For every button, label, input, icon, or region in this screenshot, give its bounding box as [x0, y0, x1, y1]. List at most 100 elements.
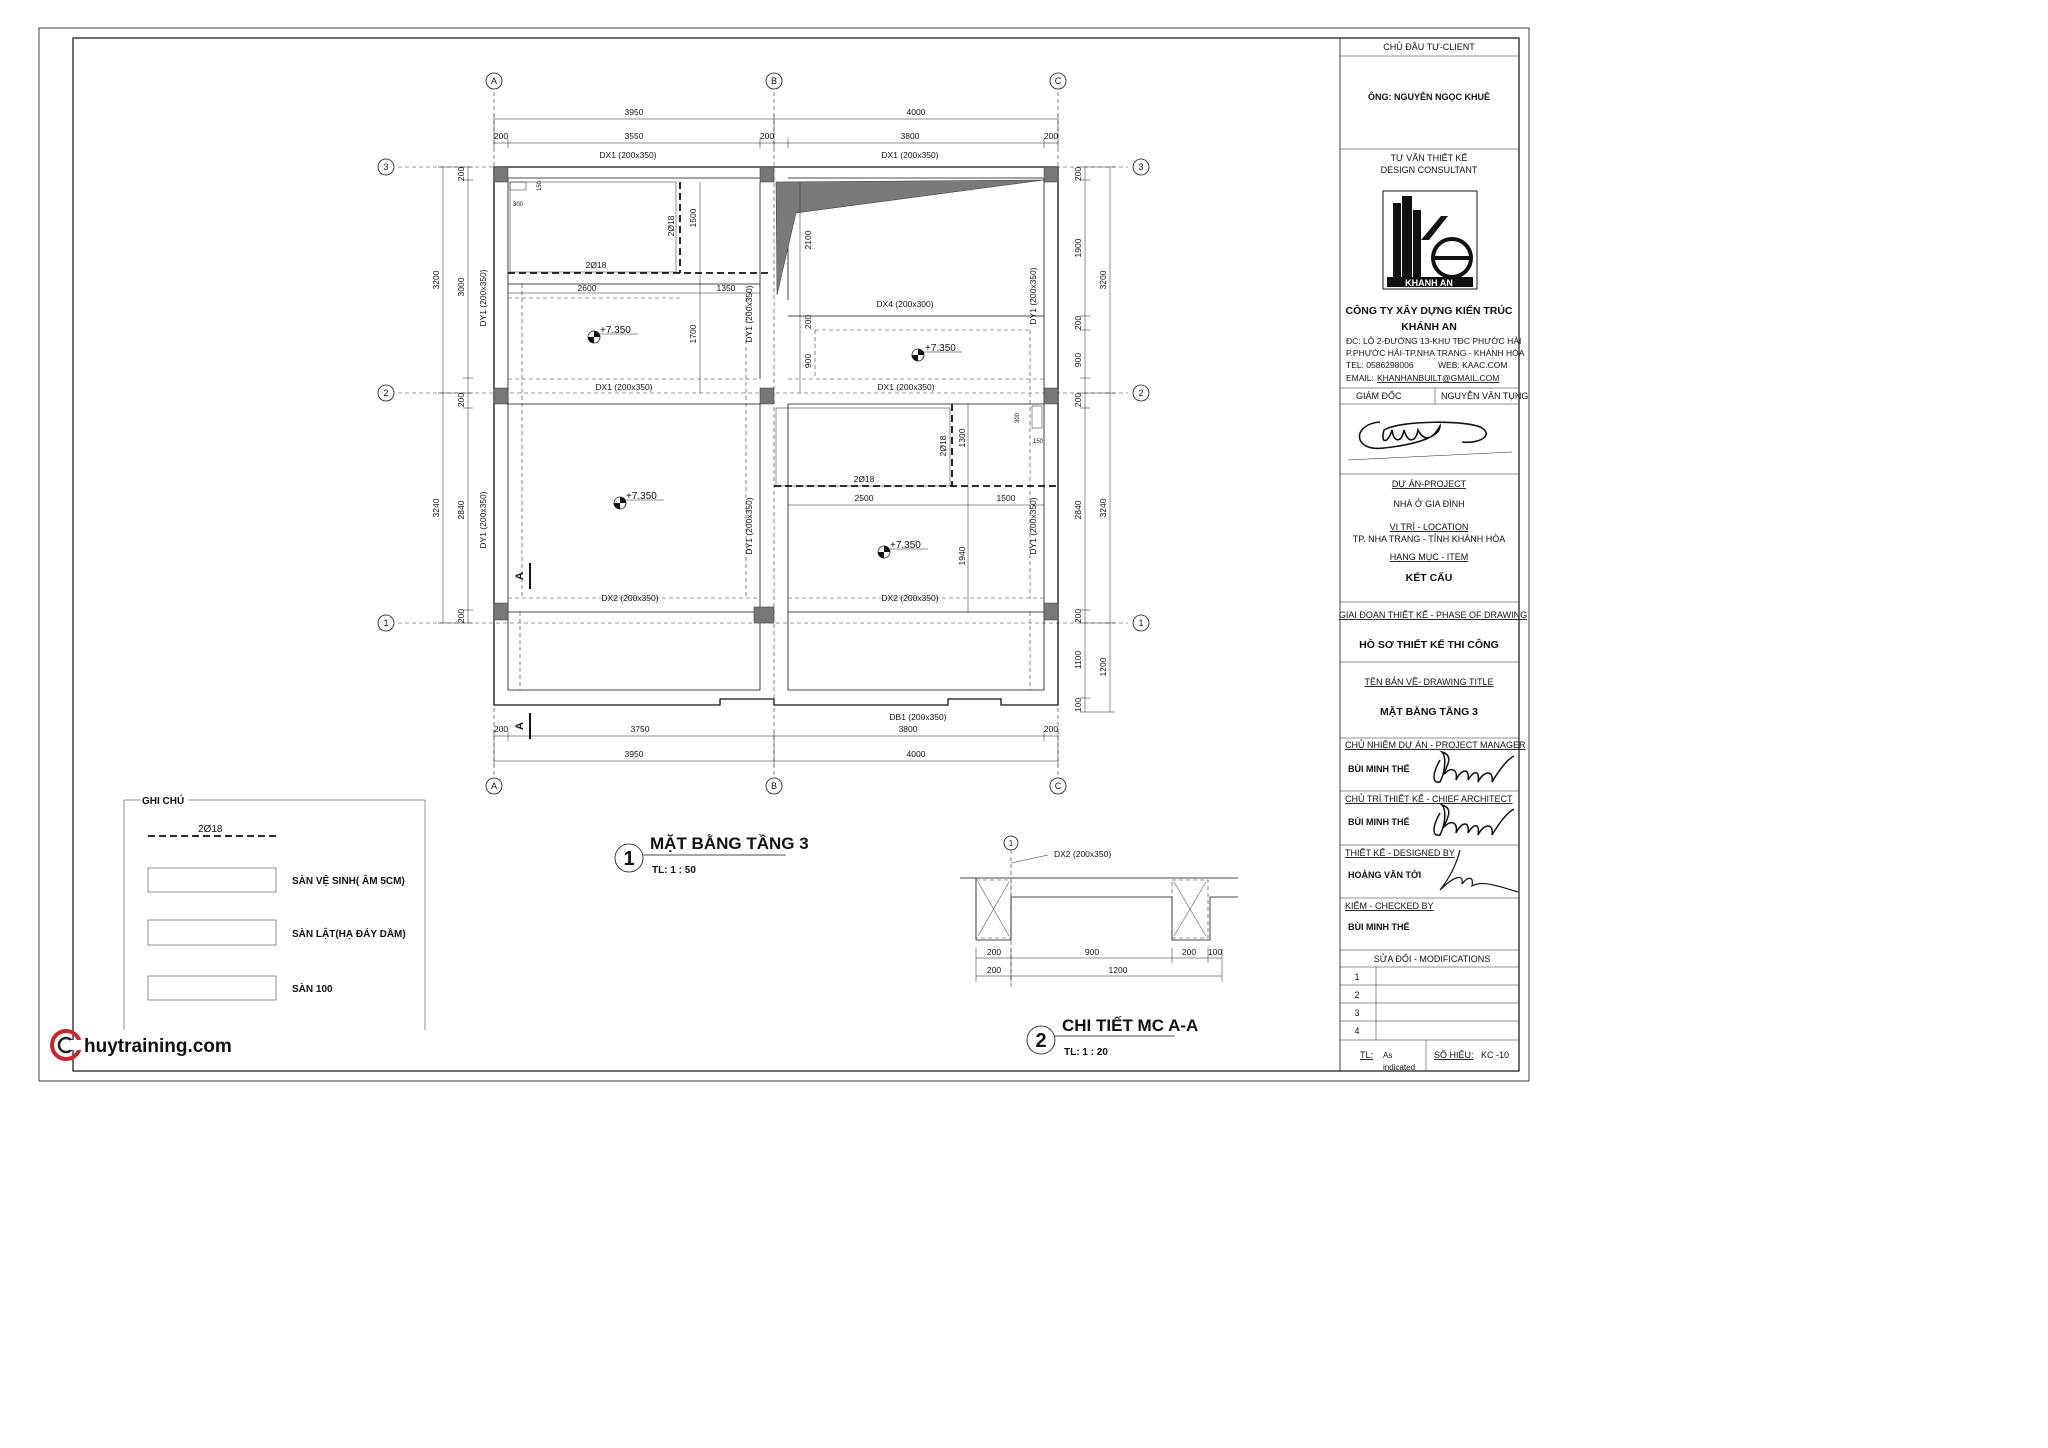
- legend-rebar: 2Ø18: [198, 824, 223, 835]
- beam-dy1-1: DY1 (200x350): [478, 269, 488, 326]
- tb-pm-label: CHỦ NHIỆM DỰ ÁN - PROJECT MANAGER: [1345, 739, 1526, 750]
- detail-dim-top-2: 900: [1085, 947, 1099, 957]
- level-marks: [587, 330, 962, 559]
- detail-beam-label: DX2 (200x350): [1054, 849, 1111, 859]
- detail-title-text: CHI TIẾT MC A-A: [1062, 1016, 1198, 1035]
- designer-signature: [1439, 849, 1519, 893]
- dim-right-outer-1: 3200: [1098, 270, 1108, 289]
- dim-right-inner-3: 200: [1073, 316, 1083, 330]
- tb-checker: BÙI MINH THẾ: [1348, 921, 1410, 932]
- tb-phase-label: GIAI ĐOẠN THIẾT KẾ - PHASE OF DRAWING: [1339, 610, 1527, 620]
- dim-int-2100: 2100: [803, 230, 813, 249]
- beam-dy1-6: DY1 (200x350): [1028, 497, 1038, 554]
- beam-dx2-right: DX2 (200x350): [881, 593, 938, 603]
- grid-2-left: 2: [383, 388, 388, 398]
- tb-mod-4: 4: [1354, 1026, 1359, 1036]
- detail-dim-top-3: 200: [1182, 947, 1196, 957]
- legend-item-1: SÀN VỆ SINH( ÂM 5CM): [292, 874, 405, 887]
- tb-project: NHÀ Ở GIA ĐÌNH: [1393, 498, 1464, 509]
- legend-swatch-wc: [147, 867, 277, 893]
- tb-sheet-no: KC -10: [1481, 1050, 1509, 1060]
- grid-3-left: 3: [383, 162, 388, 172]
- grid-3-right: 3: [1138, 162, 1143, 172]
- dim-int-2500: 2500: [855, 493, 874, 503]
- watermark-text: huytraining.com: [84, 1036, 232, 1057]
- grid-1-left: 1: [383, 618, 388, 628]
- tb-scale-value-1: As: [1383, 1051, 1392, 1060]
- tb-email: KHANHANBUILT@GMAIL.COM: [1377, 373, 1499, 383]
- dim-top-1: 200: [494, 131, 508, 141]
- tb-project-label: DỰ ÁN-PROJECT: [1392, 479, 1467, 489]
- dim-opening-150b: 150: [1033, 439, 1044, 445]
- company-logo: KHANH AN: [1382, 190, 1478, 290]
- tb-drawing: MẶT BẰNG TẦNG 3: [1380, 705, 1478, 718]
- dim-opening-300b: 300: [1015, 412, 1021, 423]
- dim-bottom-total-2: 4000: [907, 749, 926, 759]
- tb-ca: BÙI MINH THẾ: [1348, 816, 1410, 827]
- beam-dx1-top-left: DX1 (200x350): [599, 150, 656, 160]
- grid-a-bottom: A: [491, 781, 497, 791]
- director-signature: [1358, 421, 1487, 450]
- beam-dx1-mid-left: DX1 (200x350): [595, 382, 652, 392]
- tb-pm: BÙI MINH THẾ: [1348, 763, 1410, 774]
- tb-designer-label: THIẾT KẾ - DESIGNED BY: [1345, 848, 1455, 858]
- dim-int-200: 200: [803, 315, 813, 329]
- plan-title-scale: TL: 1 : 50: [652, 865, 696, 876]
- tb-email-label: EMAIL:: [1346, 373, 1374, 383]
- tb-drawing-label: TÊN BẢN VẼ- DRAWING TITLE: [1364, 676, 1493, 687]
- legend: GHI CHÚ 2Ø18 SÀN VỆ SINH( ÂM 5CM) SÀN LẬ…: [123, 794, 426, 1030]
- detail-title: 2 CHI TIẾT MC A-A TL: 1 : 20: [1026, 1016, 1198, 1058]
- rebar-label-2: 2Ø18: [666, 215, 676, 236]
- columns: [493, 166, 1059, 624]
- detail-title-number: 2: [1035, 1030, 1046, 1052]
- tb-mod-2: 2: [1354, 990, 1359, 1000]
- logo-text: KHANH AN: [1405, 278, 1453, 288]
- dim-right-outer-3: 1200: [1098, 657, 1108, 676]
- tb-tel: TEL: 0586298006: [1346, 360, 1414, 370]
- grid-2-right: 2: [1138, 388, 1143, 398]
- dim-int-1940: 1940: [957, 546, 967, 565]
- tb-location: TP. NHA TRANG - TỈNH KHÁNH HÒA: [1353, 533, 1506, 544]
- detail-dim-bottom-2: 1200: [1109, 965, 1128, 975]
- tb-director-name: NGUYỄN VĂN TỤNG: [1441, 390, 1528, 401]
- section-mark-bottom: A: [514, 722, 526, 730]
- tb-designer: HOÀNG VĂN TỚI: [1348, 869, 1421, 880]
- dim-bottom-3: 3800: [899, 724, 918, 734]
- grid-1-right: 1: [1138, 618, 1143, 628]
- plan-title-text: MẶT BẰNG TẦNG 3: [650, 834, 809, 853]
- tb-checker-label: KIỂM - CHECKED BY: [1345, 900, 1434, 911]
- dim-top-3: 200: [760, 131, 774, 141]
- tb-web: WEB: KAAC.COM: [1438, 360, 1507, 370]
- dim-top-total-1: 3950: [625, 107, 644, 117]
- beam-dx1-mid-right: DX1 (200x350): [877, 382, 934, 392]
- legend-swatch-dropped: [147, 919, 277, 946]
- legend-title: GHI CHÚ: [142, 794, 184, 807]
- beam-db1: DB1 (200x350): [889, 712, 946, 722]
- dim-top-4: 3800: [901, 131, 920, 141]
- dim-right-inner-2: 1900: [1073, 238, 1083, 257]
- detail-title-scale: TL: 1 : 20: [1064, 1047, 1108, 1058]
- detail-dim-top-4: 100: [1208, 947, 1222, 957]
- watermark-logo: huytraining.com: [50, 1029, 232, 1061]
- rebar-label-3: 2Ø18: [854, 474, 875, 484]
- tb-location-label: VỊ TRÍ - LOCATION: [1390, 522, 1469, 532]
- level-2: +7.350: [925, 343, 956, 354]
- tb-item-label: HẠNG MỤC - ITEM: [1390, 552, 1469, 562]
- beam-dy1-4: DY1 (200x350): [744, 497, 754, 554]
- plan-title-number: 1: [623, 848, 634, 870]
- section-mark-top: A: [514, 572, 526, 580]
- tb-ca-label: CHỦ TRÌ THIẾT KẾ - CHIEF ARCHITECT: [1345, 793, 1513, 804]
- grid-a-top: A: [491, 76, 497, 86]
- tb-sheet-label: SỐ HIỆU:: [1434, 1049, 1474, 1060]
- tb-client-label: CHỦ ĐẦU TƯ-CLIENT: [1383, 41, 1475, 52]
- detail-dim-bottom-1: 200: [987, 965, 1001, 975]
- dim-top-5: 200: [1044, 131, 1058, 141]
- pm-signature: [1433, 750, 1515, 783]
- dim-int-1300: 1300: [957, 428, 967, 447]
- wc-slab-1: [509, 181, 677, 273]
- beam-dx2-left: DX2 (200x350): [601, 593, 658, 603]
- dim-int-900: 900: [803, 354, 813, 368]
- tb-phase: HỒ SƠ THIẾT KẾ THI CÔNG: [1359, 638, 1499, 651]
- dim-opening-300a: 300: [513, 202, 524, 208]
- rebar-label-1: 2Ø18: [586, 260, 607, 270]
